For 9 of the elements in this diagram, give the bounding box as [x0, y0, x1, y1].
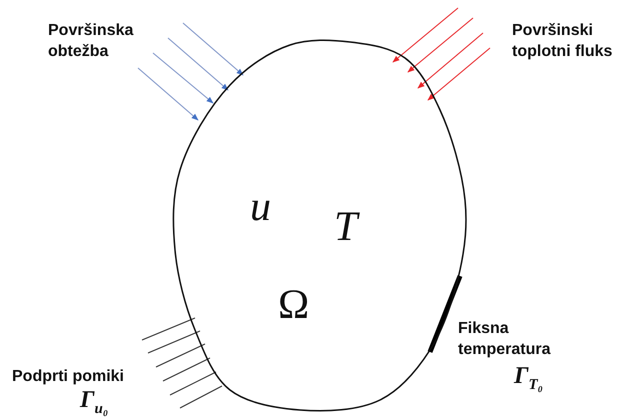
annotation-text: Površinska obtežba [48, 21, 134, 62]
boundary-symbol: Γ$_{T₀}$ [514, 366, 544, 395]
symbol-label: u [250, 186, 271, 228]
annotation-text: Podprti pomiki [12, 367, 125, 387]
symbol-label: T [334, 206, 358, 248]
annotation-text: Fiksna temperatura [458, 319, 552, 360]
boundary-symbol: Γ$_{u₀}$ [80, 390, 110, 419]
annotation-text: Površinski toplotni fluks [512, 21, 614, 62]
symbol-label: Ω [278, 284, 310, 326]
